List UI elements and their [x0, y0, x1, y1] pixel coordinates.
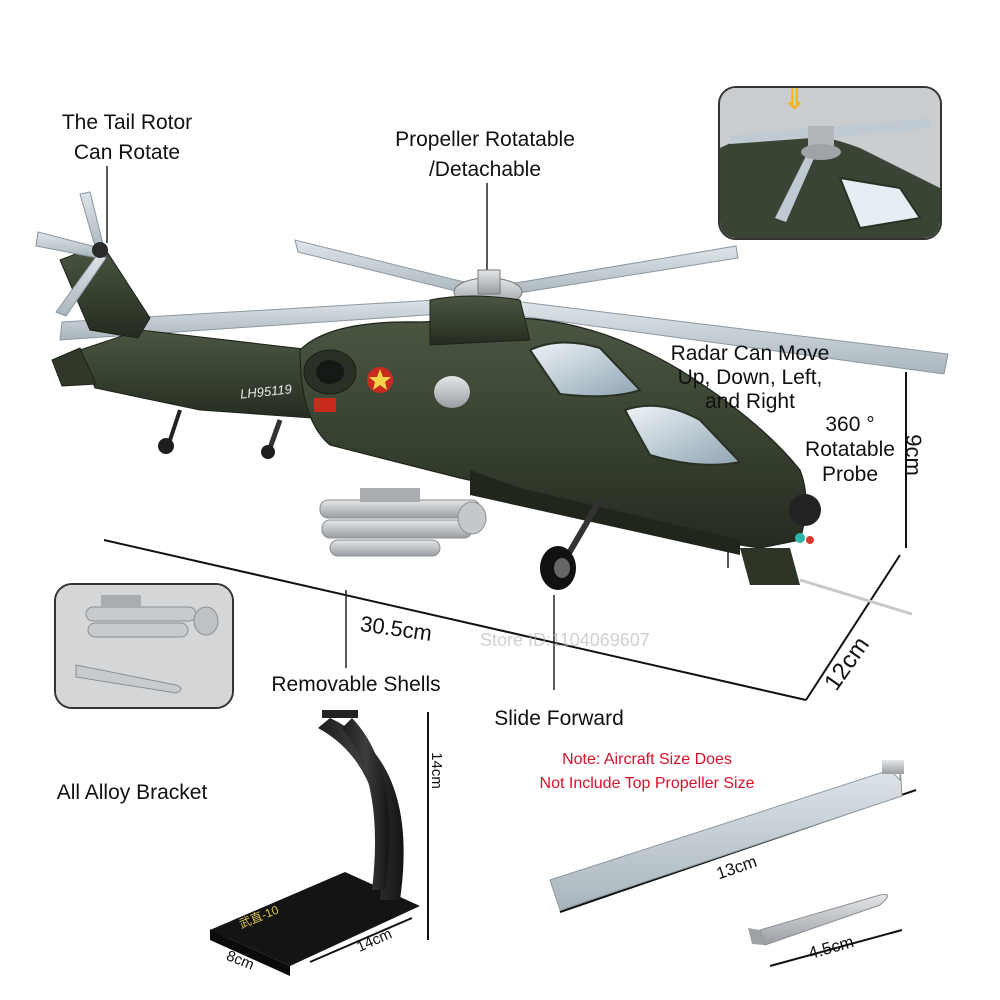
propeller-label: Propeller Rotatable /Detachable: [395, 128, 575, 181]
landing-gear: [261, 419, 603, 590]
tail-rotor-label: The Tail Rotor Can Rotate: [61, 111, 193, 164]
slide-label: Slide Forward: [494, 707, 624, 730]
spare-missile: [748, 894, 888, 946]
store-watermark: Store ID:1104069607: [480, 630, 650, 650]
radar-label: Radar Can Move Up, Down, Left, and Right: [670, 342, 830, 413]
tail-boom: [51, 243, 341, 454]
stand-height-dimension: 14cm: [427, 752, 445, 789]
size-note: Note: Aircraft Size Does Not Include Top…: [539, 751, 755, 792]
weapon-pods: [319, 488, 487, 557]
tail-rotor: [35, 191, 108, 317]
shells-label: Removable Shells: [271, 673, 441, 696]
alloy-stand: [210, 710, 420, 976]
probe-label: 360 ° Rotatable Probe: [805, 413, 895, 486]
spare-blade: [549, 760, 904, 911]
inset-shells: [54, 583, 234, 709]
chevron-down-icon: ⇓: [782, 86, 808, 116]
height-dimension: 9cm: [900, 434, 926, 476]
fuselage: [299, 295, 913, 616]
bracket-label: All Alloy Bracket: [56, 781, 208, 804]
star-roundel-icon: [314, 367, 393, 412]
inset-rotor-hub: ⇓: [718, 86, 942, 240]
